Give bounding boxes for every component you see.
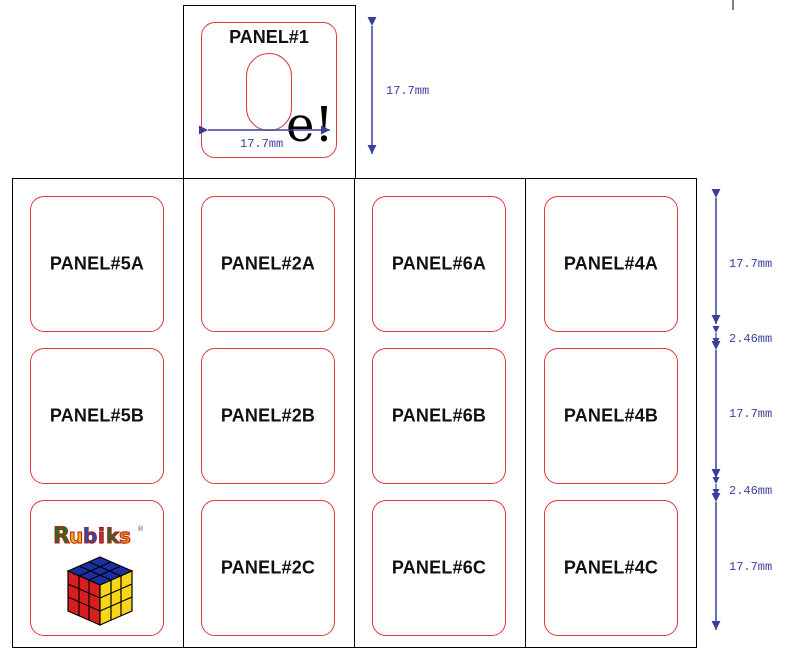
svg-text:u: u — [69, 524, 83, 548]
panel-1: PANEL#1 17.7mm e! — [201, 22, 337, 158]
panel-label: PANEL#2B — [220, 405, 316, 426]
gap-2-dimension: 2.46mm — [729, 484, 773, 498]
row-b-height-dimension: 17.7mm — [729, 407, 773, 421]
panel-6a: PANEL#6A — [372, 196, 506, 332]
panel-label: PANEL#2C — [220, 557, 316, 578]
panel-label: PANEL#4C — [563, 557, 659, 578]
panel-label: PANEL#4A — [563, 253, 659, 274]
panel-4b: PANEL#4B — [544, 348, 678, 484]
panel-2b: PANEL#2B — [201, 348, 335, 484]
trademark: ® — [137, 525, 144, 533]
panel-4a: PANEL#4A — [544, 196, 678, 332]
svg-text:R: R — [53, 524, 70, 549]
gap-1-dimension: 2.46mm — [729, 332, 773, 346]
panel-label: PANEL#6C — [391, 557, 487, 578]
panel-2c: PANEL#2C — [201, 500, 335, 636]
panel-5c-logo: R u b i k s ® — [30, 500, 164, 636]
panel-label: PANEL#6B — [391, 405, 487, 426]
svg-text:b: b — [83, 524, 97, 548]
panel-label: PANEL#4B — [563, 405, 659, 426]
svg-text:i: i — [98, 524, 105, 548]
svg-text:s: s — [119, 524, 131, 548]
top-height-dimension: 17.7mm — [386, 84, 430, 98]
rubiks-wordmark: R u b i k s ® — [53, 524, 145, 550]
row-a-height-dimension: 17.7mm — [729, 257, 773, 271]
panel-label: PANEL#2A — [220, 253, 316, 274]
panel-6b: PANEL#6B — [372, 348, 506, 484]
inner-width-dimension: 17.7mm — [240, 137, 284, 151]
panel-label: PANEL#5A — [49, 253, 145, 274]
panel-2a: PANEL#2A — [201, 196, 335, 332]
panel-label: PANEL#5B — [49, 405, 145, 426]
rubiks-logo: R u b i k s ® — [53, 521, 145, 550]
panel-label: PANEL#6A — [391, 253, 487, 274]
panel-1-label: PANEL#1 — [229, 27, 309, 47]
rubiks-cube-image — [66, 556, 134, 626]
svg-text:k: k — [106, 524, 120, 548]
panel-5a: PANEL#5A — [30, 196, 164, 332]
row-c-height-dimension: 17.7mm — [729, 560, 773, 574]
panel-6c: PANEL#6C — [372, 500, 506, 636]
overlay-glyph: e! — [286, 97, 334, 153]
panel-4c: PANEL#4C — [544, 500, 678, 636]
panel-5b: PANEL#5B — [30, 348, 164, 484]
